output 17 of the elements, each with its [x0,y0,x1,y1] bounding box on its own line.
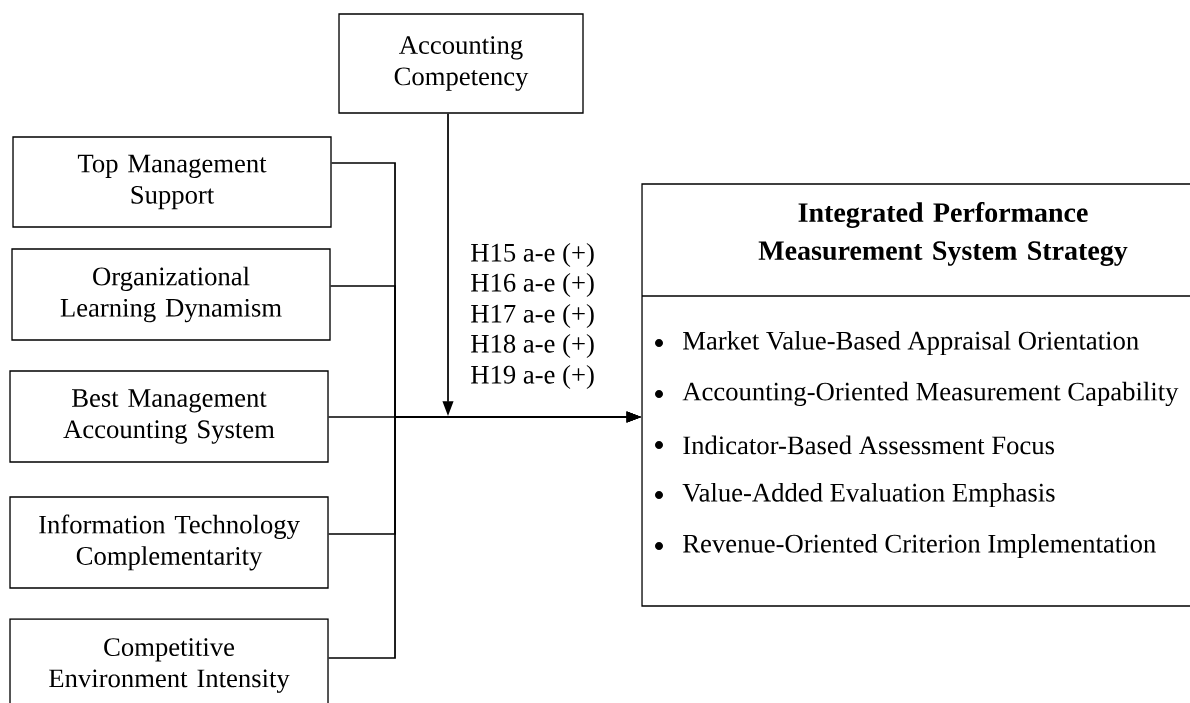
variable-box: Organizational Learning Dynamism [11,248,331,341]
bullet-item: Revenue-Oriented Criterion Implementation [683,533,1156,559]
bullet-item: Market Value-Based Appraisal Orientation [683,330,1139,356]
hypothesis-label: H15 a-e (+) [471,242,594,268]
hypothesis-label: H17 a-e (+) [471,303,594,329]
hypothesis-label: H16 a-e (+) [471,272,594,298]
bullet-item: Value-Added Evaluation Emphasis [682,482,1055,508]
hypothesis-label: H18 a-e (+) [471,333,594,359]
variable-box: Accounting Competency [338,13,584,114]
box-heading: Integrated Performance Measurement System Strategy [758,202,1128,266]
variable-box: Best Management Accounting System [9,370,329,463]
bullet-item: Accounting-Oriented Measurement Capability [682,381,1179,407]
hypothesis-label: H19 a-e (+) [471,364,594,390]
variable-box: Competitive Environment Intensity [9,618,329,703]
bullet-item: Indicator-Based Assessment Focus [683,435,1054,455]
variable-box: Top Management Support [12,136,332,228]
variable-box: Information Technology Complementarity [9,496,329,589]
